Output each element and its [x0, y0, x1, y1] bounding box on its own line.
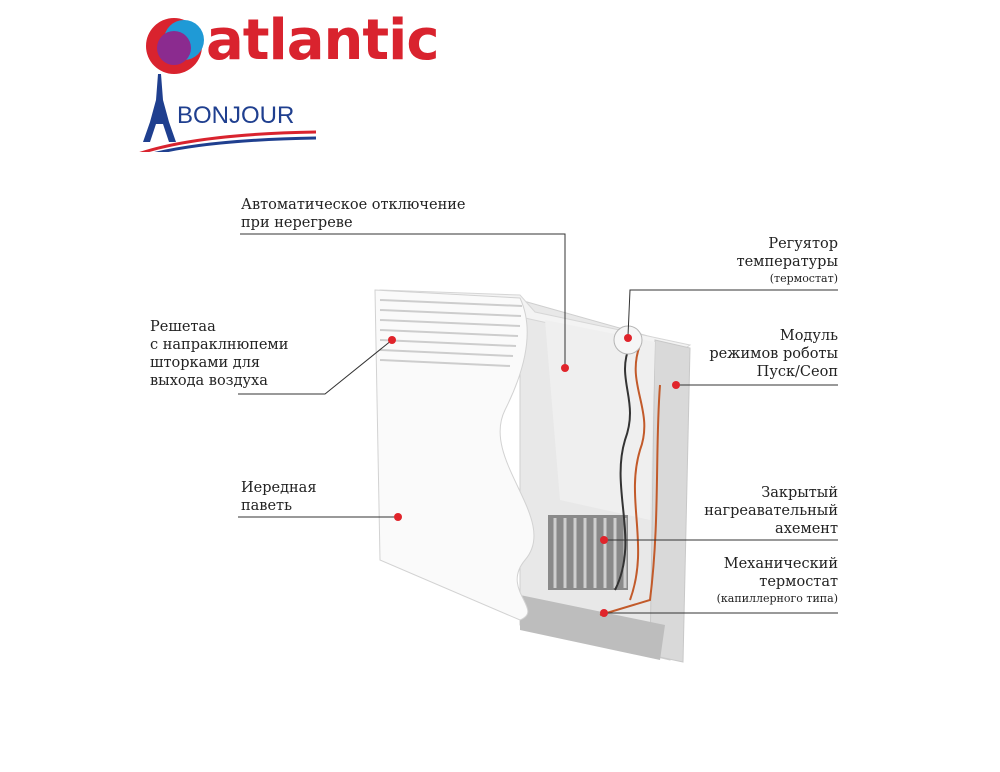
atlantic-logo-icon — [146, 18, 204, 74]
label-overheat-line-1: Автоматическое отключение — [241, 197, 466, 213]
label-module-line-1: Модуль — [779, 328, 838, 344]
label-front-panel: Иередная паветь — [241, 479, 316, 515]
label-grille-line-1: Решетаа — [150, 319, 216, 335]
label-module: Модуль режимов роботы Пуск/Сеоп — [709, 327, 838, 381]
callout-dot-grille — [388, 336, 396, 344]
label-mech-thermostat-note: (капиллерного типа) — [716, 592, 838, 605]
label-mech-thermostat-line-1: Механический — [723, 556, 838, 572]
callout-dot-module — [672, 381, 680, 389]
label-grille-line-4: выхода воздуха — [150, 373, 268, 389]
label-front-panel-line-2: паветь — [241, 498, 292, 514]
label-grille-line-3: шторками для — [150, 355, 261, 371]
wires — [599, 344, 661, 616]
label-overheat: Автоматическое отключение при нерегреве — [241, 196, 466, 232]
callout-dot-front-panel — [394, 513, 402, 521]
label-heating-element: Закрытый нагреавательный ахемент — [704, 484, 838, 538]
label-mech-thermostat-line-2: термостат — [759, 574, 838, 590]
callout-dot-heating-element — [600, 536, 608, 544]
leader-lines — [238, 233, 838, 614]
label-regulator: Регуятор температуры (термостат) — [737, 235, 838, 287]
front-panel — [374, 289, 535, 621]
eiffel-tower-icon — [139, 74, 317, 152]
label-grille-line-2: с напраклнюпеми — [150, 337, 289, 353]
front-grille-slats — [379, 299, 523, 367]
label-heating-element-line-2: нагреавательный — [704, 503, 838, 519]
label-module-line-2: режимов роботы — [709, 346, 838, 362]
callout-dot-mech-thermostat — [600, 609, 608, 617]
bottom-grille — [520, 595, 665, 660]
brand-subtitle: BONJOUR — [177, 102, 295, 129]
brand-logo: atlantic BONJOUR — [136, 8, 456, 170]
label-overheat-line-2: при нерегреве — [241, 215, 353, 231]
label-regulator-line-2: температуры — [736, 254, 838, 270]
label-front-panel-line-1: Иередная — [241, 480, 317, 496]
label-grille: Решетаа с напраклнюпеми шторками для вых… — [150, 318, 288, 390]
inner-panel — [545, 320, 655, 520]
brand-name: atlantic — [206, 8, 440, 73]
heating-element-fins — [548, 515, 628, 590]
callout-dot-overheat — [561, 364, 569, 372]
label-heating-element-line-3: ахемент — [775, 521, 838, 537]
label-regulator-line-1: Регуятор — [768, 236, 838, 252]
callout-dot-regulator — [624, 334, 632, 342]
heater-side — [649, 339, 691, 663]
label-mech-thermostat: Механический термостат (капиллерного тип… — [717, 555, 838, 607]
label-heating-element-line-1: Закрытый — [761, 485, 838, 501]
callout-dots — [388, 334, 680, 617]
label-regulator-note: (термостат) — [769, 272, 838, 285]
label-module-line-3: Пуск/Сеоп — [756, 364, 838, 380]
